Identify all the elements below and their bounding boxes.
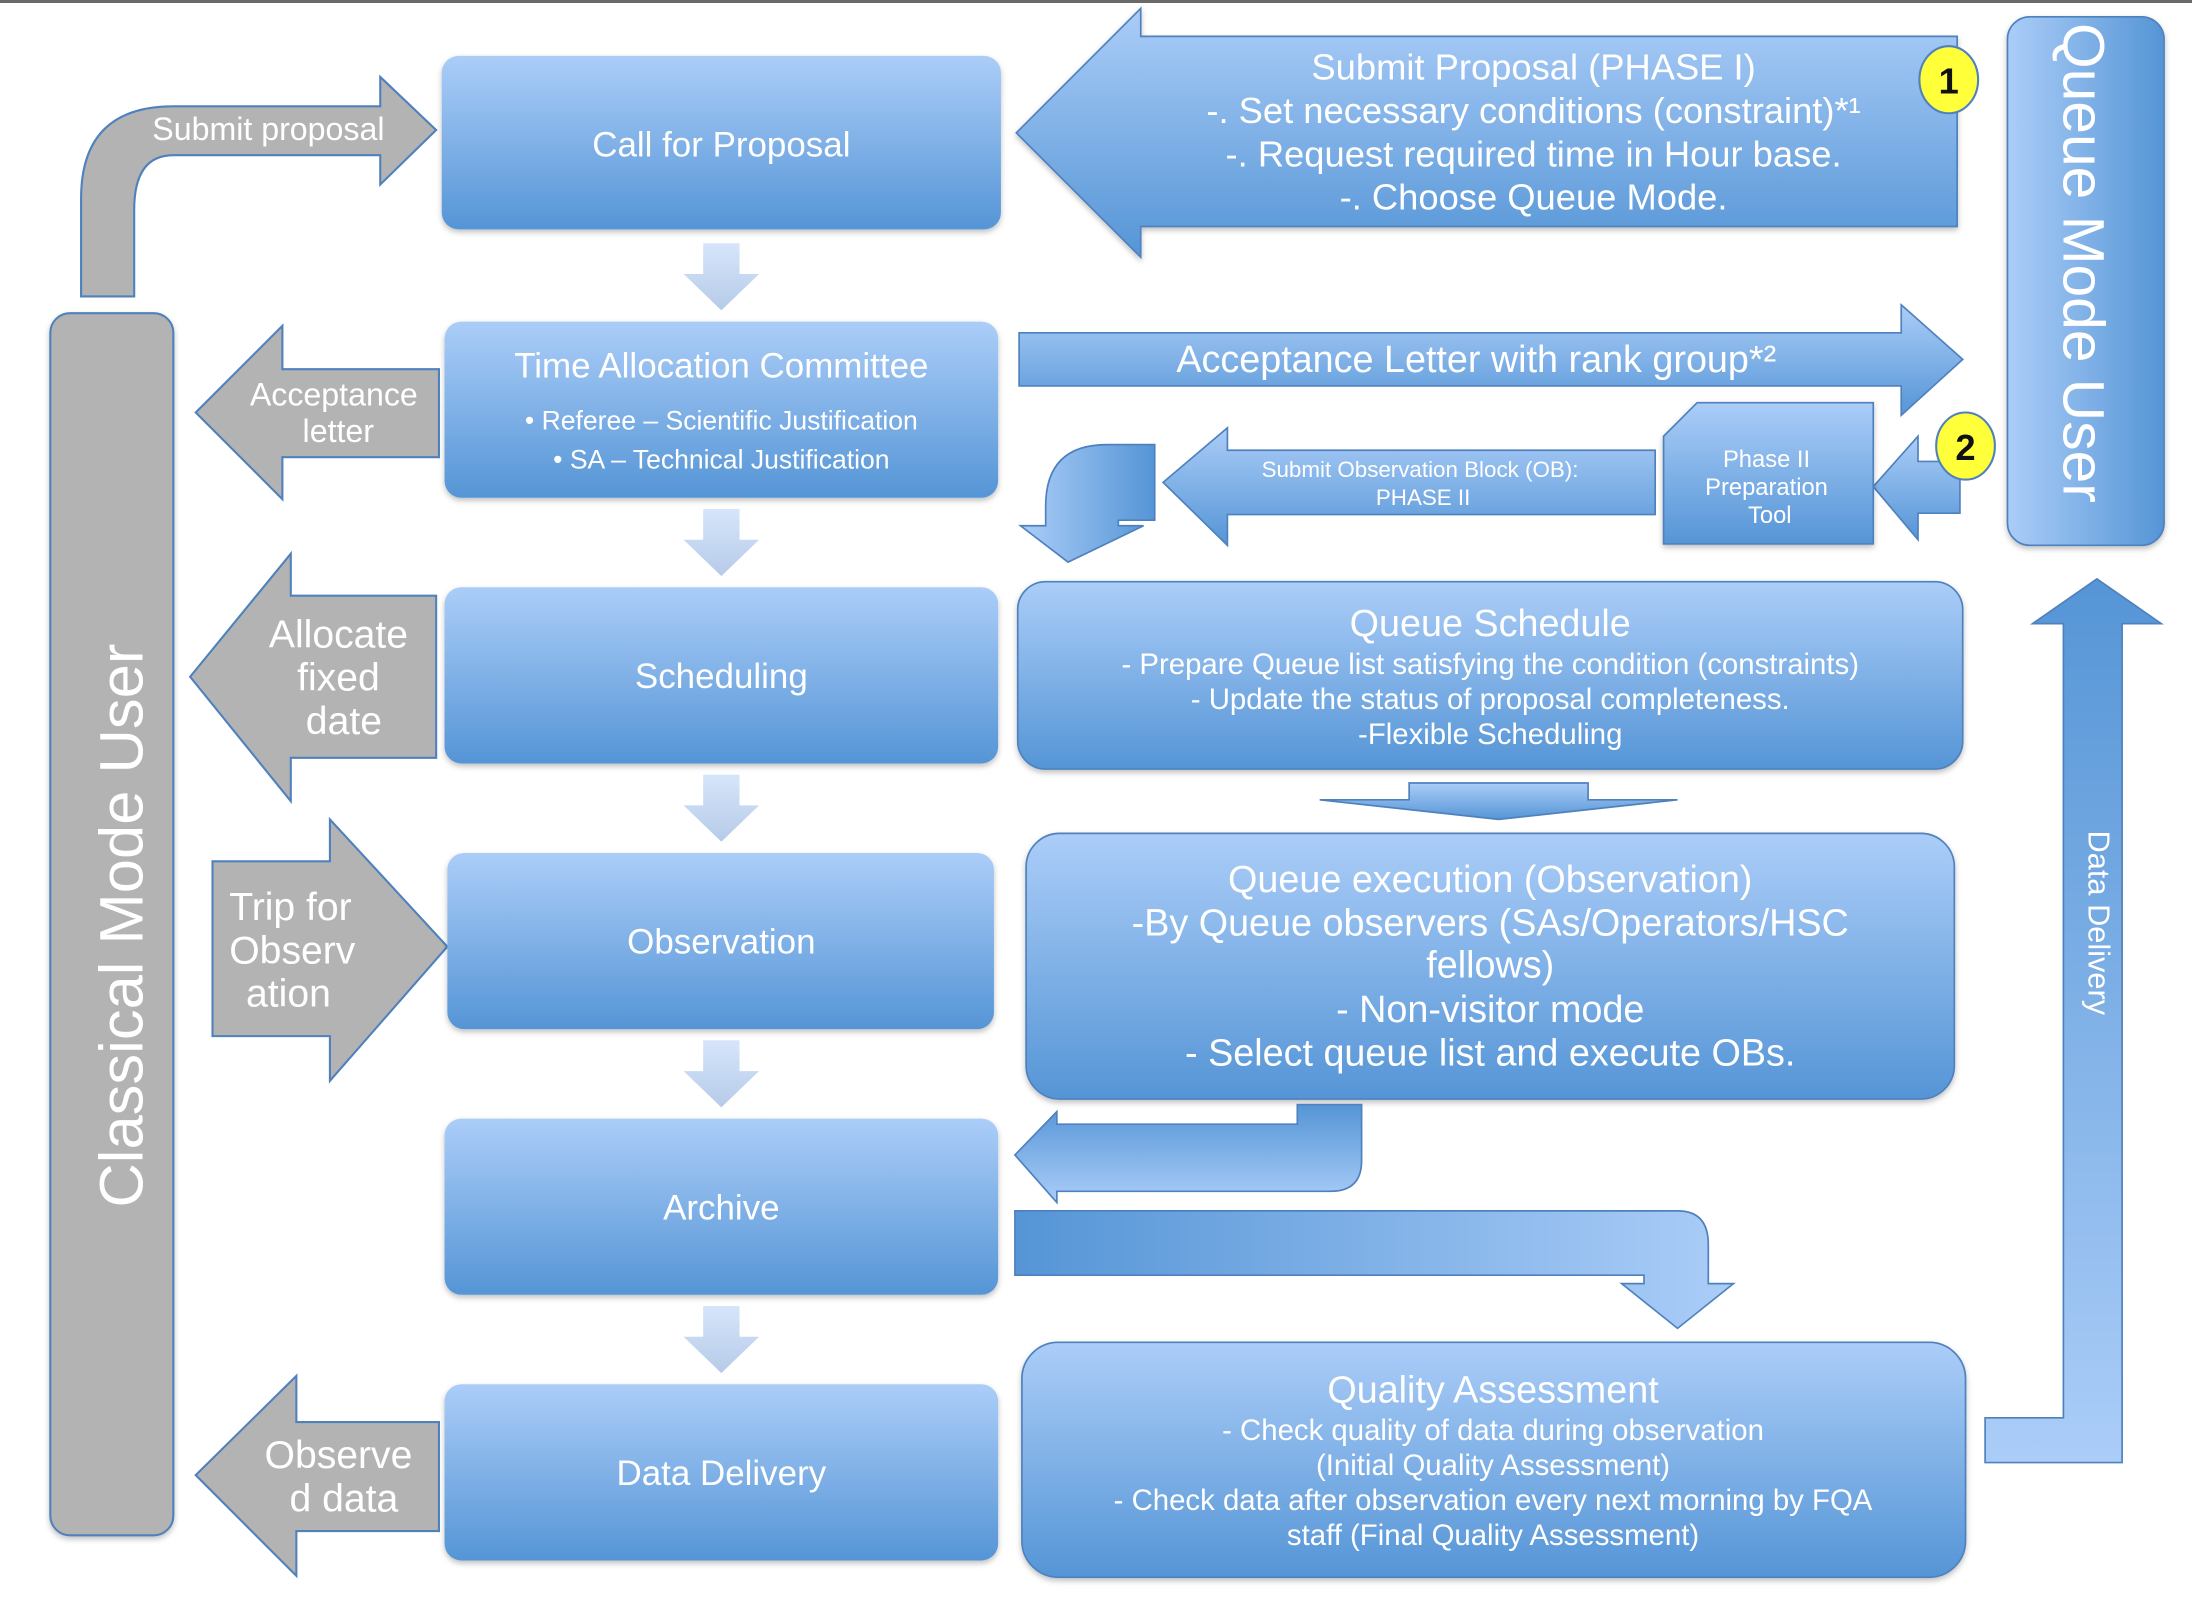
step-label: Observation xyxy=(627,923,815,962)
process-step-scheduling: Scheduling xyxy=(444,587,999,764)
phase1-line-1: Submit Proposal (PHASE I) xyxy=(1311,47,1755,88)
process-step-archive: Archive xyxy=(444,1118,999,1295)
data-delivery-up-arrow: Data Delivery xyxy=(1984,577,2164,1464)
queue-schedule-line: -Flexible Scheduling xyxy=(1358,718,1622,751)
step-label: Scheduling xyxy=(635,657,808,696)
acceptance-letter-arrow: Acceptance letter xyxy=(194,323,441,502)
qa-line: staff (Final Quality Assessment) xyxy=(1287,1519,1699,1552)
step-label: Archive xyxy=(663,1188,779,1227)
queue-execution-title: Queue execution (Observation) xyxy=(1228,858,1752,900)
archive-to-qa-arrow xyxy=(1014,1210,1736,1330)
qa-title: Quality Assessment xyxy=(1327,1368,1659,1410)
acceptance-letter-rank-label: Acceptance Letter with rank group*² xyxy=(1176,338,1776,380)
queue-mode-user-bar: Queue Mode User xyxy=(2006,15,2165,547)
tac-bullet-2: • SA – Technical Justification xyxy=(553,444,889,474)
acceptance-letter-label: Acceptance letter xyxy=(250,376,427,448)
submit-ob-arrow: Submit Observation Block (OB): PHASE II xyxy=(1161,426,1657,548)
step-badge-1: 1 xyxy=(1918,45,1980,115)
qa-line: - Check quality of data during observati… xyxy=(1222,1414,1764,1447)
badge-number: 2 xyxy=(1955,427,1975,468)
queue-execution-line: - Non-visitor mode xyxy=(1336,988,1644,1030)
observed-data-label: Observe d data xyxy=(265,1434,424,1520)
submit-proposal-phase1-arrow: Submit Proposal (PHASE I) -. Set necessa… xyxy=(1015,6,1958,260)
queue-mode-user-label: Queue Mode User xyxy=(2050,23,2115,503)
data-delivery-arrow-label: Data Delivery xyxy=(2082,831,2117,1016)
queue-schedule-line: - Prepare Queue list satisfying the cond… xyxy=(1121,648,1859,681)
process-step-call-for-proposal: Call for Proposal xyxy=(441,55,1001,230)
trip-for-observation-arrow: Trip for Observ ation xyxy=(211,816,449,1084)
down-arrow-1 xyxy=(683,243,760,311)
quality-assessment-box: Quality Assessment - Check quality of da… xyxy=(1021,1341,1967,1579)
queue-schedule-line: - Update the status of proposal complete… xyxy=(1191,683,1790,716)
process-step-data-delivery: Data Delivery xyxy=(444,1384,999,1561)
step-label: Data Delivery xyxy=(617,1454,827,1493)
trip-for-observation-label: Trip for Observ ation xyxy=(229,886,366,1016)
queue-execution-box: Queue execution (Observation) -By Queue … xyxy=(1025,832,1956,1100)
step-label: Call for Proposal xyxy=(592,126,850,165)
queue-schedule-title: Queue Schedule xyxy=(1350,602,1631,644)
queue-user-to-tool-arrow xyxy=(1872,434,1961,543)
queue-schedule-box: Queue Schedule - Prepare Queue list sati… xyxy=(1016,580,1964,770)
badge-number: 1 xyxy=(1939,61,1959,102)
phase2-preparation-tool: Phase II Preparation Tool xyxy=(1662,401,1875,545)
step-badge-2: 2 xyxy=(1935,411,1996,481)
classical-mode-user-bar: Classical Mode User xyxy=(49,312,175,1537)
execution-to-archive-arrow xyxy=(1013,1103,1363,1205)
allocate-fixed-date-arrow: Allocate fixed date xyxy=(188,550,438,805)
down-arrow-3 xyxy=(683,774,760,842)
submit-ob-label: Submit Observation Block (OB): PHASE II xyxy=(1262,457,1585,510)
down-arrow-5 xyxy=(683,1305,760,1374)
schedule-to-execution-arrow xyxy=(1319,782,1678,821)
step-label: Time Allocation Committee xyxy=(514,347,928,386)
queue-execution-line: fellows) xyxy=(1426,943,1554,985)
down-arrow-2 xyxy=(683,508,760,577)
down-arrow-4 xyxy=(683,1040,760,1108)
top-border xyxy=(0,0,2192,3)
process-step-time-allocation-committee: Time Allocation Committee • Referee – Sc… xyxy=(444,321,999,498)
classical-mode-user-label: Classical Mode User xyxy=(88,644,157,1208)
submit-proposal-arrow: Submit proposal xyxy=(80,74,438,298)
phase1-line-4: -. Choose Queue Mode. xyxy=(1340,177,1728,218)
queue-execution-line: -By Queue observers (SAs/Operators/HSC xyxy=(1132,901,1849,943)
submit-proposal-label: Submit proposal xyxy=(152,111,384,147)
tac-bullet-1: • Referee – Scientific Justification xyxy=(525,405,918,435)
acceptance-letter-rank-arrow: Acceptance Letter with rank group*² xyxy=(1018,302,1964,418)
qa-line: - Check data after observation every nex… xyxy=(1114,1484,1873,1517)
allocate-fixed-date-label: Allocate fixed date xyxy=(269,613,419,743)
qa-line: (Initial Quality Assessment) xyxy=(1316,1449,1670,1482)
phase1-line-3: -. Request required time in Hour base. xyxy=(1226,133,1842,174)
queue-execution-line: - Select queue list and execute OBs. xyxy=(1185,1031,1795,1073)
observed-data-arrow: Observe d data xyxy=(194,1373,441,1579)
process-step-observation: Observation xyxy=(447,852,994,1030)
phase1-line-2: -. Set necessary conditions (constraint)… xyxy=(1206,90,1860,131)
ob-to-schedule-bent-arrow xyxy=(1018,443,1156,564)
phase2-tool-label: Phase II Preparation Tool xyxy=(1705,446,1834,529)
